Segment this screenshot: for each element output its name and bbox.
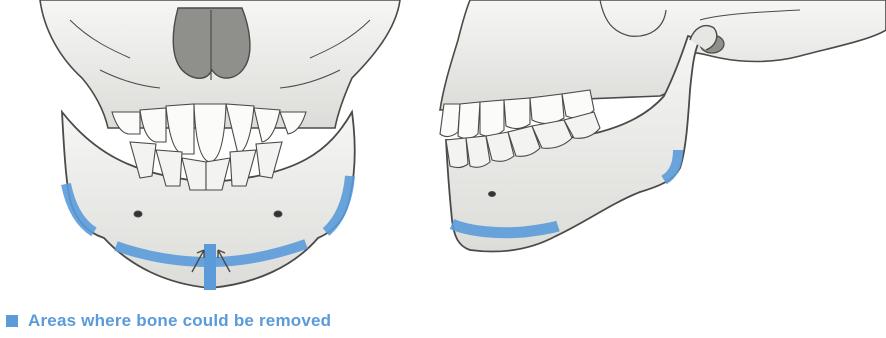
square-icon <box>6 315 18 327</box>
legend: Areas where bone could be removed <box>6 310 331 332</box>
lateral-skull <box>440 0 886 110</box>
frontal-chin-vertical-strip <box>204 244 216 290</box>
frontal-jaw-view <box>40 0 400 290</box>
legend-label: Areas where bone could be removed <box>28 311 331 331</box>
lateral-jaw-view <box>440 0 886 251</box>
